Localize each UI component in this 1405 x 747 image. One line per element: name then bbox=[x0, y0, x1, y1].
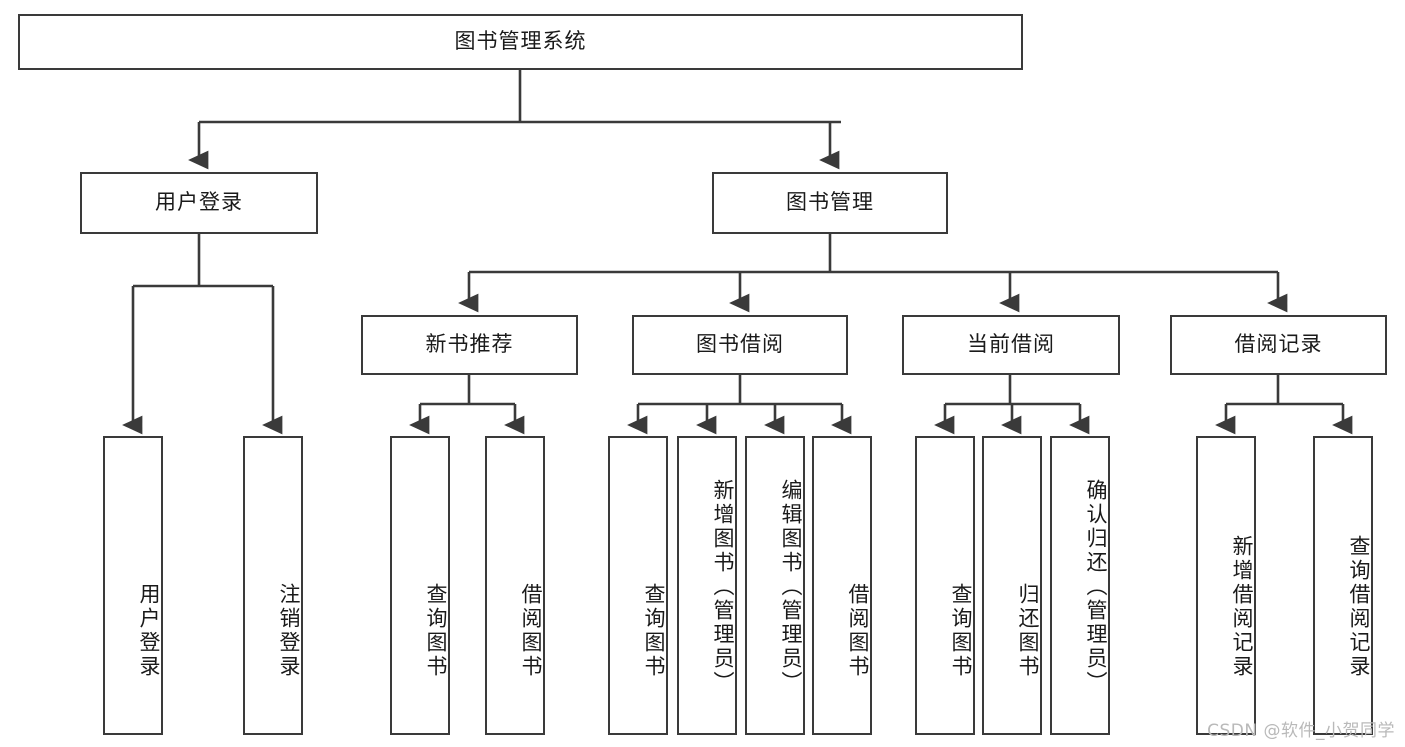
node-leaf-edit-book-admin-label: 编辑图书（管理员） bbox=[779, 478, 803, 695]
node-user-login-label: 用户登录 bbox=[155, 190, 243, 215]
node-leaf-borrow-book-recommend[interactable]: 借阅图书 bbox=[485, 436, 545, 735]
node-new-book-recommend[interactable]: 新书推荐 bbox=[361, 315, 578, 375]
node-leaf-borrow-book-recommend-label: 借阅图书 bbox=[519, 582, 543, 679]
watermark: CSDN @软件_小贺同学 bbox=[1207, 721, 1395, 741]
node-book-management-label: 图书管理 bbox=[786, 190, 874, 215]
node-current-borrow[interactable]: 当前借阅 bbox=[902, 315, 1120, 375]
node-leaf-return-book-label: 归还图书 bbox=[1016, 582, 1040, 679]
node-leaf-add-book-admin[interactable]: 新增图书（管理员） bbox=[677, 436, 737, 735]
node-book-borrow-label: 图书借阅 bbox=[696, 332, 784, 357]
node-leaf-confirm-return-admin[interactable]: 确认归还（管理员） bbox=[1050, 436, 1110, 735]
node-new-book-recommend-label: 新书推荐 bbox=[425, 332, 514, 357]
node-leaf-query-book-recommend-label: 查询图书 bbox=[424, 582, 448, 679]
node-user-login[interactable]: 用户登录 bbox=[80, 172, 318, 234]
node-leaf-add-borrow-record[interactable]: 新增借阅记录 bbox=[1196, 436, 1256, 735]
node-leaf-query-book-borrow-label: 查询图书 bbox=[642, 582, 666, 679]
node-current-borrow-label: 当前借阅 bbox=[967, 332, 1055, 357]
node-leaf-query-book-current[interactable]: 查询图书 bbox=[915, 436, 975, 735]
node-leaf-confirm-return-admin-label: 确认归还（管理员） bbox=[1084, 478, 1108, 695]
node-leaf-edit-book-admin[interactable]: 编辑图书（管理员） bbox=[745, 436, 805, 735]
node-leaf-query-book-current-label: 查询图书 bbox=[949, 582, 973, 679]
node-leaf-return-book[interactable]: 归还图书 bbox=[982, 436, 1042, 735]
node-root-label: 图书管理系统 bbox=[454, 29, 587, 54]
node-root[interactable]: 图书管理系统 bbox=[18, 14, 1023, 70]
node-book-management[interactable]: 图书管理 bbox=[712, 172, 948, 234]
node-leaf-add-borrow-record-label: 新增借阅记录 bbox=[1230, 534, 1254, 679]
node-leaf-query-borrow-record-label: 查询借阅记录 bbox=[1347, 534, 1371, 679]
node-borrow-record[interactable]: 借阅记录 bbox=[1170, 315, 1387, 375]
node-leaf-logout[interactable]: 注销登录 bbox=[243, 436, 303, 735]
node-leaf-logout-label: 注销登录 bbox=[277, 582, 301, 679]
node-leaf-borrow-book-label: 借阅图书 bbox=[846, 582, 870, 679]
node-leaf-user-login[interactable]: 用户登录 bbox=[103, 436, 163, 735]
node-borrow-record-label: 借阅记录 bbox=[1234, 332, 1323, 357]
node-leaf-query-book-borrow[interactable]: 查询图书 bbox=[608, 436, 668, 735]
node-book-borrow[interactable]: 图书借阅 bbox=[632, 315, 848, 375]
node-leaf-query-borrow-record[interactable]: 查询借阅记录 bbox=[1313, 436, 1373, 735]
node-leaf-add-book-admin-label: 新增图书（管理员） bbox=[711, 478, 735, 695]
node-leaf-user-login-label: 用户登录 bbox=[137, 582, 161, 679]
node-leaf-query-book-recommend[interactable]: 查询图书 bbox=[390, 436, 450, 735]
node-leaf-borrow-book[interactable]: 借阅图书 bbox=[812, 436, 872, 735]
